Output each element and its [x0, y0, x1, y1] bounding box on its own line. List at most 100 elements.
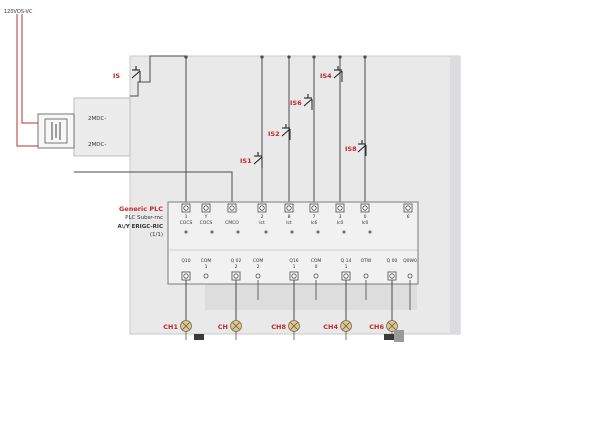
- switch-label: IS: [113, 72, 120, 80]
- indicator-lamp[interactable]: CH4: [323, 320, 352, 341]
- input-terminal-name: Ic6: [311, 220, 318, 226]
- plc-page: (1/1): [150, 232, 163, 238]
- output-terminal[interactable]: OTW: [361, 258, 372, 279]
- lamp-label: CH: [218, 323, 228, 331]
- terminal-screw: [236, 230, 240, 234]
- common-feed-wire: [74, 171, 233, 205]
- terminal-screw: [290, 230, 294, 234]
- output-wires: [185, 280, 411, 320]
- output-terminal-number: 2: [257, 264, 260, 270]
- lamp-label: CH8: [271, 323, 286, 331]
- plc-body: [167, 201, 419, 285]
- terminal-screw: [210, 230, 214, 234]
- input-terminal[interactable]: CMCO: [225, 203, 239, 226]
- switch-label: IS6: [290, 99, 302, 107]
- input-terminal-number: 3: [339, 214, 342, 220]
- output-indicators: CH1 CH CH8 CH4 CH6: [163, 320, 398, 341]
- output-terminal-name: Q0W0: [403, 258, 417, 264]
- panel-foot-left: [194, 334, 204, 340]
- wire-joint: [312, 55, 316, 59]
- indicator-lamp[interactable]: CH6: [369, 320, 398, 341]
- input-wire: [130, 55, 186, 97]
- input-terminal-number: 7: [313, 214, 316, 220]
- input-terminal[interactable]: 6: [403, 203, 413, 220]
- input-terminal-name: Ic0: [362, 220, 369, 226]
- panel-foot-right: [384, 334, 394, 340]
- plc-title: Generic PLC: [119, 205, 163, 213]
- wire-joint: [363, 55, 367, 59]
- terminal-screw: [184, 230, 188, 234]
- output-terminal-number: 0: [315, 264, 318, 270]
- power-module: [37, 97, 131, 157]
- output-terminal-name: Q 14: [341, 258, 352, 264]
- input-terminal-name: Ict: [286, 220, 292, 226]
- input-terminal-name: COCS: [200, 220, 213, 226]
- switch-label: IS2: [268, 130, 280, 138]
- power-module-label-2: 2MDC-: [88, 142, 106, 148]
- output-terminal-number: 1: [205, 264, 208, 270]
- output-terminal-name: COM: [311, 258, 322, 264]
- output-terminal-name: COM: [253, 258, 264, 264]
- output-terminal-name: COM: [201, 258, 212, 264]
- pushbutton-switch[interactable]: IS6: [290, 94, 313, 110]
- lamp-label: CH6: [369, 323, 384, 331]
- pushbutton-switch[interactable]: IS2: [268, 124, 291, 140]
- indicator-lamp[interactable]: CH1: [163, 320, 192, 341]
- output-terminal-name: Q 02: [231, 258, 242, 264]
- switch-label: IS4: [320, 72, 332, 80]
- terminal-screw: [342, 230, 346, 234]
- terminal-screw: [264, 230, 268, 234]
- switch-label: IS1: [240, 157, 252, 165]
- lamp-label: CH4: [323, 323, 338, 331]
- plc-subtitle: PLC Subsr-rnc: [125, 215, 163, 221]
- pushbutton-switch[interactable]: IS1: [240, 152, 263, 168]
- mounting-panel-shade: [450, 56, 460, 334]
- pushbutton-switch[interactable]: IS8: [345, 140, 367, 156]
- output-terminal[interactable]: Q0W0: [403, 258, 417, 279]
- lamp-label: CH1: [163, 323, 178, 331]
- pushbutton-switch[interactable]: IS: [113, 66, 141, 82]
- supply-label: 120VDS-VC: [4, 9, 33, 15]
- plc-shadow: [205, 280, 417, 310]
- indicator-lamp[interactable]: CH: [218, 320, 242, 341]
- input-terminal-number: Y: [204, 214, 208, 220]
- input-terminal-number: 8: [288, 214, 291, 220]
- wire-joint: [338, 55, 342, 59]
- plc-model: A\/Y ERIGC-RIC: [118, 224, 164, 230]
- wire-joint: [260, 55, 264, 59]
- output-terminal-number: 1: [293, 264, 296, 270]
- power-module-label-1: 2MDC-: [88, 116, 106, 122]
- input-terminal-number: 0: [364, 214, 367, 220]
- output-terminal-name: OTW: [361, 258, 372, 264]
- terminal-screw: [368, 230, 372, 234]
- output-terminal-name: Q 00: [387, 258, 398, 264]
- terminal-screw: [316, 230, 320, 234]
- panel-foot-right-2: [394, 330, 404, 342]
- input-terminal-name: Ic0: [337, 220, 344, 226]
- input-terminal-name: COCS: [180, 220, 193, 226]
- input-terminal-name: Ict: [259, 220, 265, 226]
- pushbutton-switch[interactable]: IS4: [320, 66, 343, 82]
- wire-joint: [287, 55, 291, 59]
- input-terminal-number: 2: [261, 214, 264, 220]
- output-terminal-name: Q10: [181, 258, 190, 264]
- output-terminal-number: 2: [235, 264, 238, 270]
- switch-label: IS8: [345, 145, 357, 153]
- input-terminal-name: CMCO: [225, 220, 239, 226]
- input-terminal-number: 1: [185, 214, 188, 220]
- indicator-lamp[interactable]: CH8: [271, 320, 300, 341]
